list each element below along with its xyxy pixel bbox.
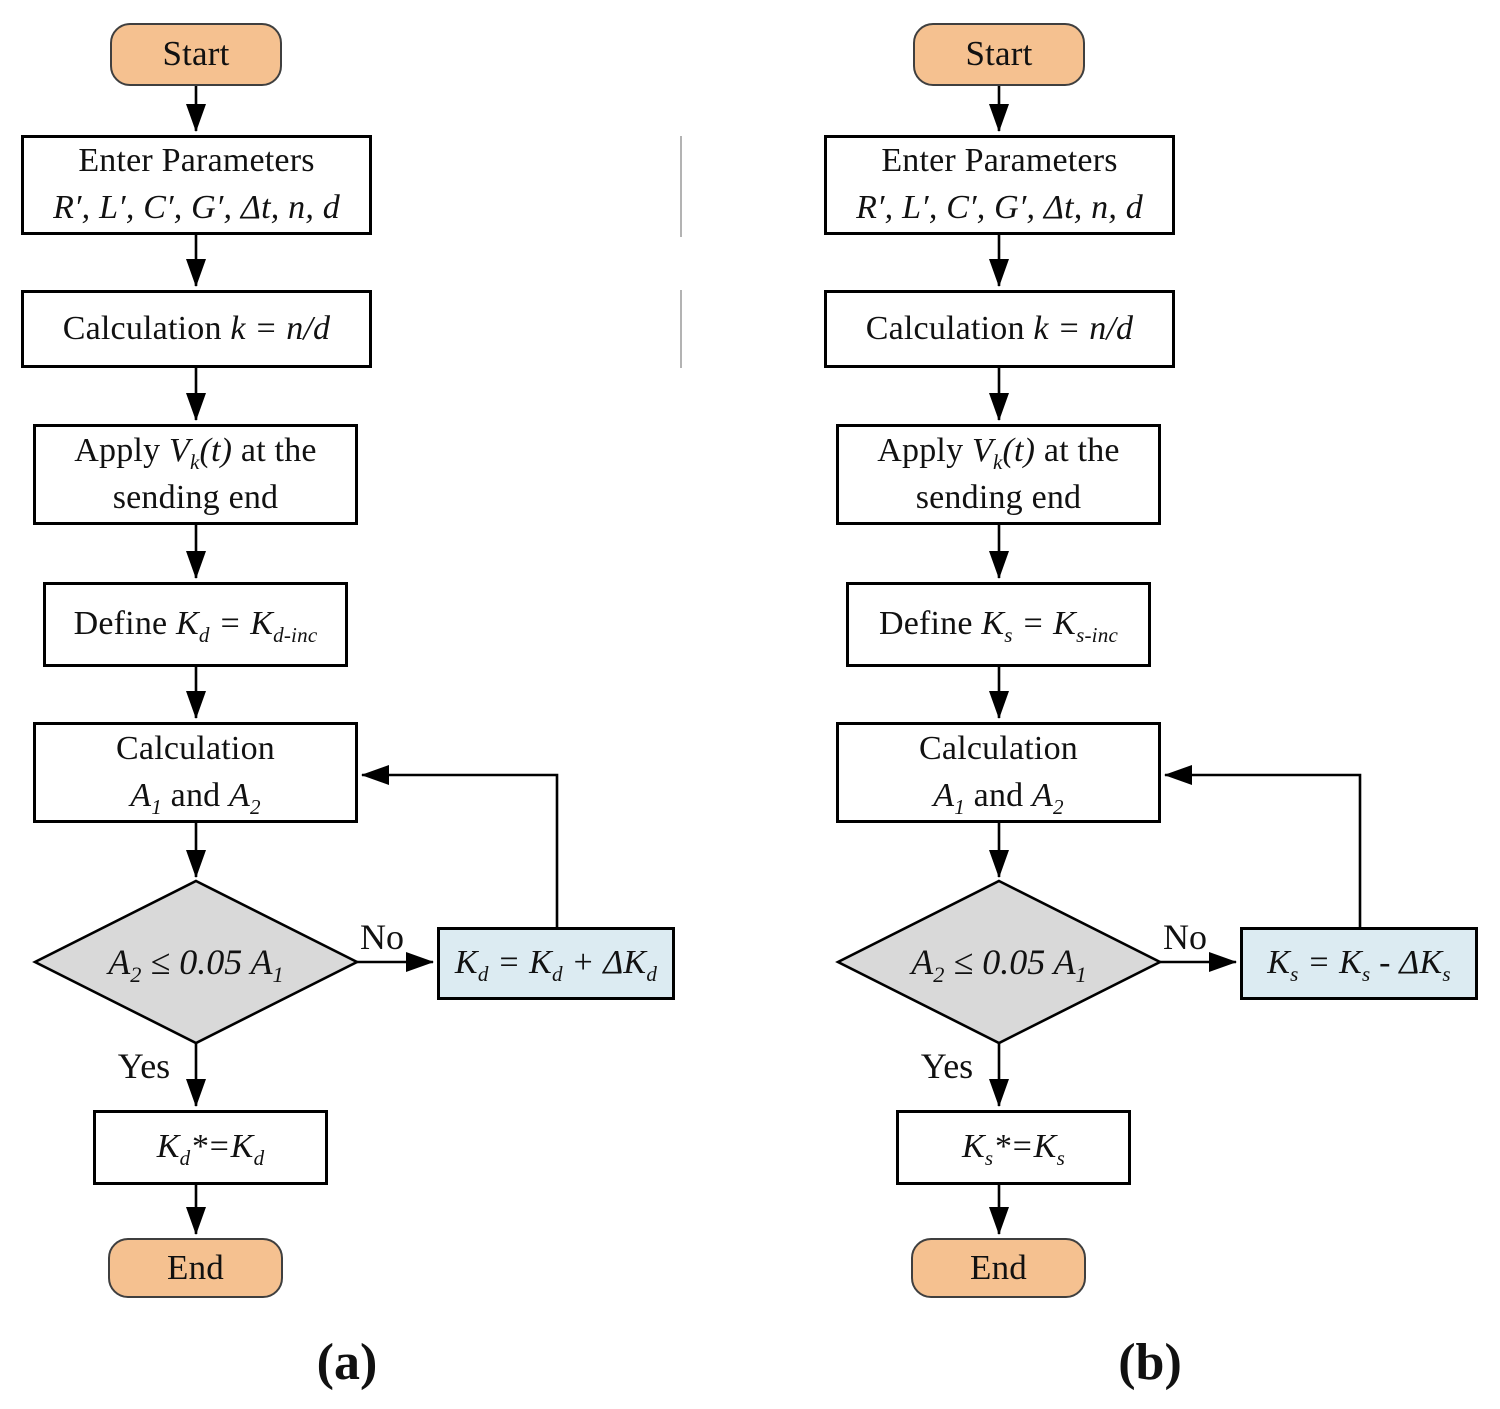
flow-b-calculation-k-step: Calculation k = n/d [824, 290, 1175, 368]
flow-a-caption-text: (a) [316, 1333, 378, 1391]
flow-b-start-terminal: Start [913, 23, 1085, 86]
flow-a-decision-condition: A2 ≤ 0.05 A1 [46, 928, 346, 996]
flow-b-decision-label: A2 ≤ 0.05 A1 [911, 942, 1087, 988]
flow-b-define-ks-label: Define Ks = Ks-inc [878, 605, 1119, 647]
flow-b-caption: (b) [1050, 1330, 1250, 1394]
column-divider-segment-bottom [680, 290, 682, 368]
flow-a-start-label: Start [162, 34, 230, 74]
flow-b-assign-ks-label: Ks*=Ks [962, 1128, 1065, 1170]
flow-b-yes-text: Yes [920, 1046, 974, 1086]
flow-a-assign-kd-step: Kd*=Kd [93, 1110, 328, 1185]
flow-b-calculation-k-label: Calculation k = n/d [865, 309, 1134, 347]
flow-b-end-label: End [970, 1247, 1027, 1287]
arrow-update-loopback [1164, 765, 1362, 927]
flow-a-update-kd-step: Kd = Kd + ΔKd [437, 927, 675, 1000]
flow-b-define-ks-step: Define Ks = Ks-inc [846, 582, 1151, 667]
flow-b-no-text: No [1163, 917, 1207, 957]
flow-a-start-terminal: Start [110, 23, 282, 86]
column-divider-segment-top [680, 136, 682, 237]
flow-a-define-kd-label: Define Kd = Kd-inc [73, 605, 318, 647]
arrow-update-loopback [361, 765, 559, 927]
flow-b-start-label: Start [965, 34, 1033, 74]
flow-a-end-terminal: End [108, 1238, 283, 1298]
flow-b-end-terminal: End [911, 1238, 1086, 1298]
flow-b-no-label: No [1143, 914, 1227, 960]
flow-b-assign-ks-step: Ks*=Ks [896, 1110, 1131, 1185]
flow-b-update-ks-step: Ks = Ks - ΔKs [1240, 927, 1478, 1000]
flow-b-update-ks-label: Ks = Ks - ΔKs [1267, 944, 1451, 986]
flow-a-caption: (a) [247, 1330, 447, 1394]
flow-a-end-label: End [167, 1247, 224, 1287]
flow-a-calculation-k-label: Calculation k = n/d [62, 309, 331, 347]
flow-a-no-label: No [340, 914, 424, 960]
flow-a-yes-label: Yes [95, 1043, 193, 1089]
flow-a-assign-kd-label: Kd*=Kd [156, 1128, 265, 1170]
flow-a-define-kd-step: Define Kd = Kd-inc [43, 582, 348, 667]
flow-b-caption-text: (b) [1118, 1333, 1182, 1391]
flow-b-decision-condition: A2 ≤ 0.05 A1 [849, 928, 1149, 996]
flow-a-yes-text: Yes [117, 1046, 171, 1086]
flow-a-decision-label: A2 ≤ 0.05 A1 [108, 942, 284, 988]
flow-b-yes-label: Yes [898, 1043, 996, 1089]
flow-a-update-kd-label: Kd = Kd + ΔKd [454, 944, 658, 986]
flow-a-calculation-k-step: Calculation k = n/d [21, 290, 372, 368]
flow-a-no-text: No [360, 917, 404, 957]
